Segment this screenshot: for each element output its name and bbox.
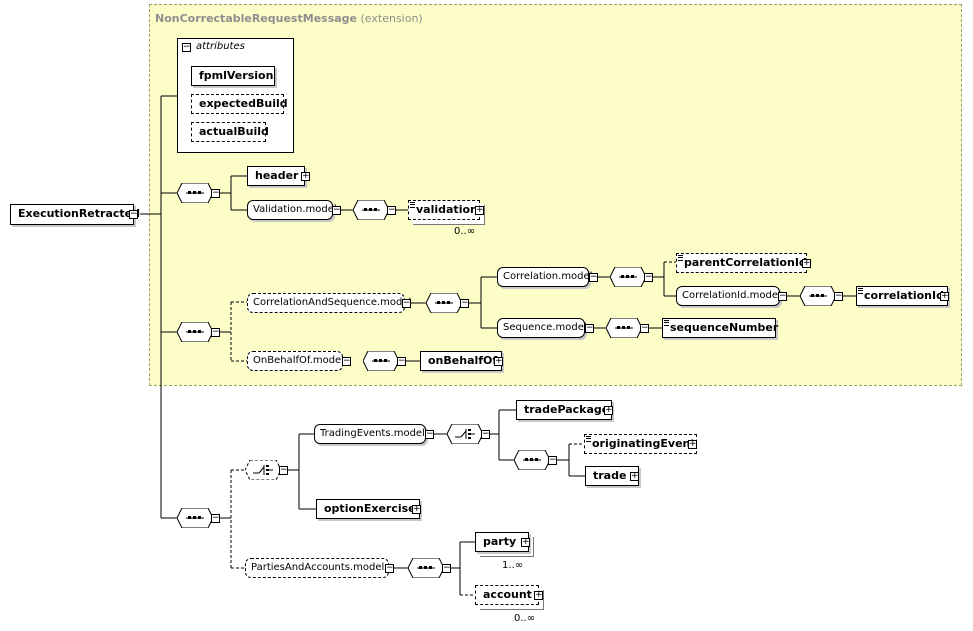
collapse-icon[interactable]: − xyxy=(211,327,220,337)
expand-icon[interactable]: + xyxy=(494,356,503,366)
expand-icon[interactable]: + xyxy=(940,291,949,301)
extension-suffix: (extension) xyxy=(360,12,423,25)
sequence-compositor-icon xyxy=(800,286,836,306)
collapse-icon[interactable]: − xyxy=(585,323,594,333)
sequence-compositor-icon xyxy=(353,200,389,220)
expand-icon[interactable]: + xyxy=(688,439,697,449)
attribute-fpmlversion[interactable]: fpmlVersion xyxy=(191,66,275,86)
choice-compositor-icon xyxy=(447,424,483,444)
attribute-expectedbuild[interactable]: expectedBuild xyxy=(191,94,288,114)
collapse-icon[interactable]: − xyxy=(778,291,787,301)
group-correlationid-model[interactable]: CorrelationId.model xyxy=(676,286,781,306)
choice-compositor-optional[interactable] xyxy=(245,460,281,480)
group-onbehalfof-model[interactable]: OnBehalfOf.model xyxy=(247,351,344,371)
sequence-compositor-icon xyxy=(363,351,399,371)
collapse-icon[interactable]: − xyxy=(442,563,451,573)
documentation-icon xyxy=(664,320,669,326)
collapse-icon[interactable]: − xyxy=(481,429,490,439)
sequence-compositor-icon xyxy=(426,293,462,313)
expand-icon[interactable]: + xyxy=(604,405,613,415)
element-optionexercise[interactable]: optionExercise xyxy=(316,499,420,519)
choice-compositor-icon xyxy=(245,460,281,480)
group-correlation-model[interactable]: Correlation.model xyxy=(497,267,592,287)
expand-icon[interactable]: + xyxy=(630,471,639,481)
extension-title: NonCorrectableRequestMessage (extension) xyxy=(155,12,423,25)
choice-compositor-trading-events[interactable] xyxy=(447,424,483,444)
collapse-icon[interactable]: − xyxy=(402,298,411,308)
sequence-compositor-icon xyxy=(177,508,213,528)
collapse-icon[interactable]: − xyxy=(342,356,351,366)
collapse-icon[interactable]: − xyxy=(387,205,396,215)
sequence-compositor-originating[interactable] xyxy=(514,450,550,470)
sequence-compositor-on-behalf-of[interactable] xyxy=(363,351,399,371)
collapse-icon[interactable]: − xyxy=(385,563,394,573)
group-sequence-model[interactable]: Sequence.model xyxy=(497,318,587,338)
sequence-compositor-correlation[interactable] xyxy=(610,267,646,287)
sequence-compositor-parties[interactable] xyxy=(408,558,444,578)
sequence-compositor-sequence[interactable] xyxy=(606,318,642,338)
element-header[interactable]: header xyxy=(247,166,305,186)
sequence-compositor-icon xyxy=(606,318,642,338)
collapse-icon[interactable]: − xyxy=(332,205,341,215)
sequence-compositor-icon xyxy=(177,322,213,342)
attributes-heading: attributes xyxy=(196,41,245,52)
element-validation[interactable]: validation xyxy=(408,200,480,220)
group-tradingevents-model[interactable]: TradingEvents.model xyxy=(314,424,426,444)
sequence-compositor-2[interactable] xyxy=(177,322,213,342)
collapse-icon[interactable]: − xyxy=(548,455,557,465)
expand-icon[interactable]: + xyxy=(412,504,421,514)
collapse-icon[interactable]: − xyxy=(211,188,220,198)
sequence-compositor-validation[interactable] xyxy=(353,200,389,220)
element-sequencenumber[interactable]: sequenceNumber xyxy=(662,318,778,338)
documentation-icon xyxy=(858,288,863,294)
validation-occurrence: 0..∞ xyxy=(454,226,476,237)
sequence-compositor-icon xyxy=(408,558,444,578)
element-onbehalfof[interactable]: onBehalfOf xyxy=(420,351,502,371)
collapse-icon[interactable]: − xyxy=(211,513,220,523)
collapse-icon[interactable]: − xyxy=(129,209,138,219)
collapse-icon[interactable]: − xyxy=(425,429,434,439)
group-validation-model[interactable]: Validation.model xyxy=(247,200,337,220)
sequence-compositor-icon xyxy=(514,450,550,470)
documentation-icon xyxy=(678,255,683,261)
expand-icon[interactable]: + xyxy=(521,537,530,547)
expand-icon[interactable]: + xyxy=(301,171,310,181)
element-originatingevent[interactable]: originatingEvent xyxy=(584,434,697,454)
collapse-icon[interactable]: − xyxy=(589,272,598,282)
documentation-icon xyxy=(586,436,591,442)
attribute-actualbuild[interactable]: actualBuild xyxy=(191,122,269,142)
collapse-icon[interactable]: − xyxy=(644,272,653,282)
sequence-compositor-1[interactable] xyxy=(177,183,213,203)
sequence-compositor-icon xyxy=(610,267,646,287)
element-tradepackage[interactable]: tradePackage xyxy=(516,400,612,420)
sequence-compositor-3[interactable] xyxy=(177,508,213,528)
collapse-icon[interactable]: − xyxy=(834,291,843,301)
group-partiesandaccounts-model[interactable]: PartiesAndAccounts.model xyxy=(245,558,389,578)
account-occurrence: 0..∞ xyxy=(514,613,536,624)
sequence-compositor-icon xyxy=(177,183,213,203)
element-parentcorrelationid[interactable]: parentCorrelationId xyxy=(676,253,807,273)
expand-icon[interactable]: + xyxy=(534,590,543,600)
expand-icon[interactable]: + xyxy=(802,258,811,268)
collapse-icon[interactable]: − xyxy=(640,323,649,333)
extension-type-name: NonCorrectableRequestMessage xyxy=(155,12,358,25)
documentation-icon xyxy=(410,202,415,208)
collapse-icon[interactable]: − xyxy=(279,465,288,475)
collapse-icon[interactable]: − xyxy=(397,356,406,366)
collapse-icon[interactable]: − xyxy=(460,298,469,308)
sequence-compositor-correlation-and-sequence[interactable] xyxy=(426,293,462,313)
element-correlationid[interactable]: correlationId xyxy=(856,286,948,306)
expand-icon[interactable]: + xyxy=(475,205,484,215)
party-occurrence: 1..∞ xyxy=(502,560,524,571)
element-trade[interactable]: trade xyxy=(585,466,639,486)
root-element-executionretracted[interactable]: ExecutionRetracted xyxy=(10,204,140,225)
sequence-compositor-correlation-id[interactable] xyxy=(800,286,836,306)
element-party[interactable]: party xyxy=(475,532,529,552)
group-correlation-and-sequence-model[interactable]: CorrelationAndSequence.model xyxy=(247,293,411,313)
element-account[interactable]: account xyxy=(475,585,539,605)
collapse-icon[interactable]: − xyxy=(182,42,191,52)
